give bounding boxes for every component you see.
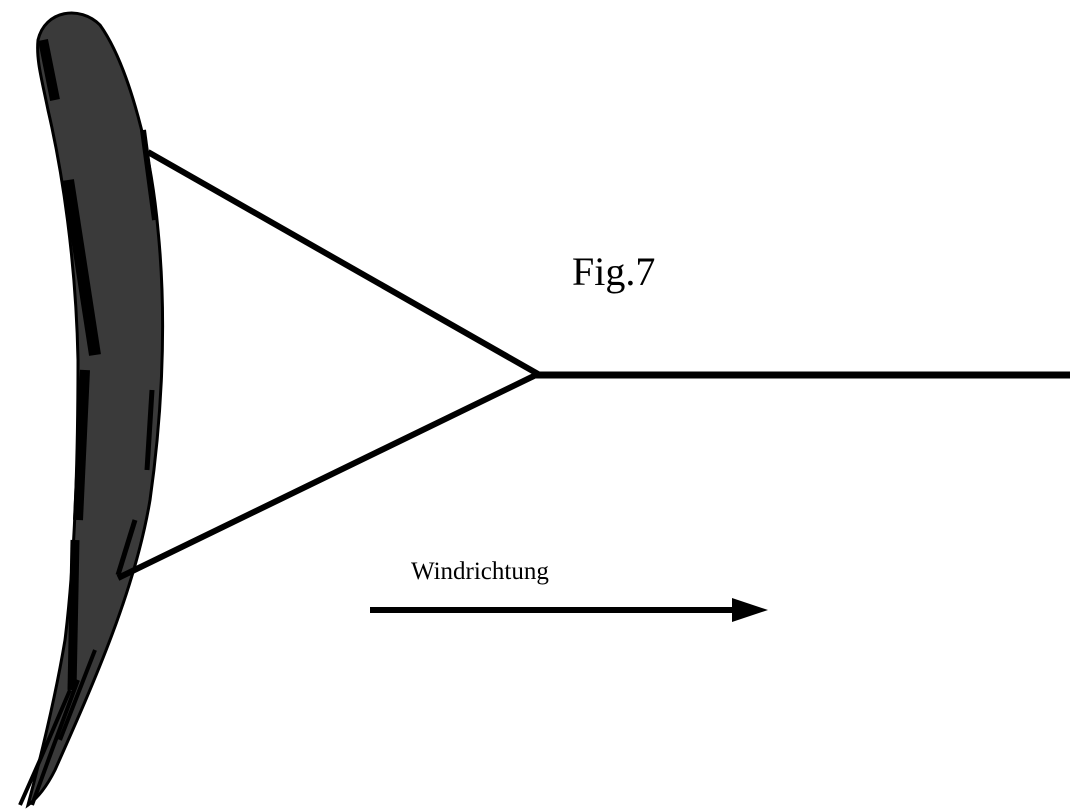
figure-label: Fig.7 bbox=[572, 249, 656, 294]
kite-edge-right-mid bbox=[144, 389, 155, 471]
wind-arrow-head bbox=[732, 598, 768, 622]
bridle-upper-line bbox=[146, 149, 540, 377]
kite-tail-strands bbox=[18, 649, 97, 806]
kite-edge-right-top bbox=[140, 129, 158, 221]
kite-edge-left-bottom bbox=[67, 539, 80, 691]
wind-direction-arrow bbox=[370, 598, 768, 622]
wind-direction-label: Windrichtung bbox=[411, 558, 549, 585]
kite-edge-left-mid bbox=[62, 179, 101, 356]
kite-edge-left-low bbox=[73, 369, 90, 521]
kite-canopy bbox=[18, 11, 165, 809]
bridle-lower-line bbox=[116, 371, 540, 581]
kite-edge-left-top bbox=[38, 39, 60, 101]
kite-edge-right-low bbox=[115, 519, 138, 576]
bridle-lines bbox=[116, 149, 540, 581]
